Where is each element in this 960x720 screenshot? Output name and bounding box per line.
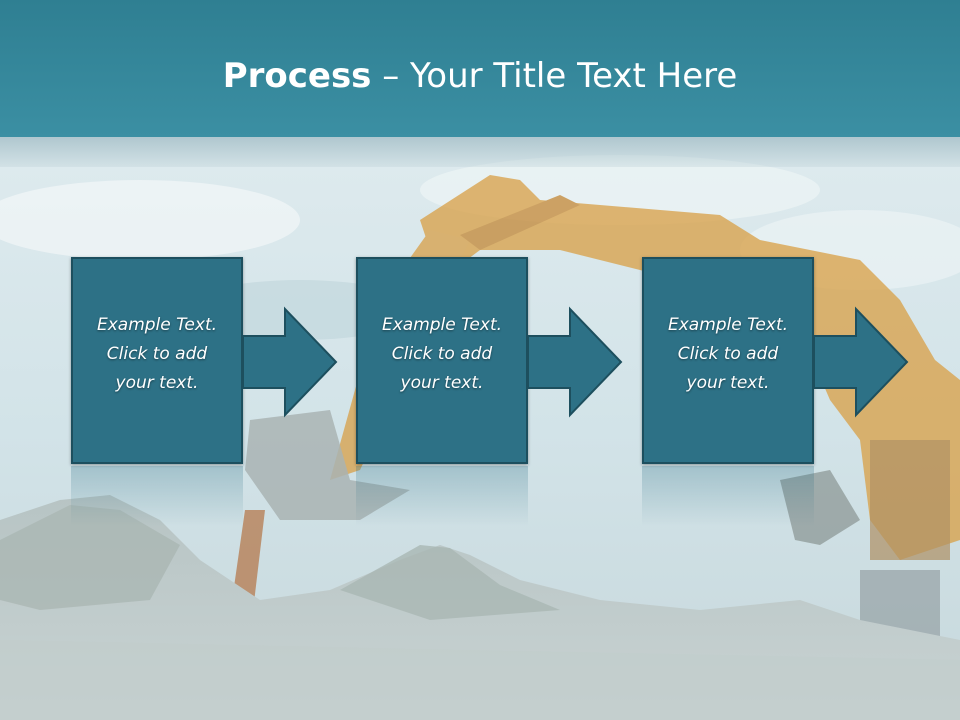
process-step-1-text[interactable]: Example Text. Click to add your text. — [73, 311, 241, 398]
process-step-3-text[interactable]: Example Text. Click to add your text. — [644, 311, 812, 398]
step-3-line-1: Example Text. — [667, 315, 789, 335]
step-3-reflection — [642, 466, 814, 526]
step-1-line-3: your text. — [115, 373, 199, 393]
step-1-line-1: Example Text. — [96, 315, 218, 335]
slide-title-bold: Process — [222, 56, 372, 96]
step-2-arrow-icon — [527, 306, 623, 418]
step-1-arrow-icon — [242, 306, 338, 418]
process-step-3-box[interactable]: Example Text. Click to add your text. — [642, 257, 814, 464]
step-1-reflection — [71, 466, 243, 526]
step-2-reflection — [356, 466, 528, 526]
step-2-line-3: your text. — [400, 373, 484, 393]
process-step-2-text[interactable]: Example Text. Click to add your text. — [358, 311, 526, 398]
step-2-line-2: Click to add — [391, 344, 493, 364]
slide-title-rest: – Your Title Text Here — [371, 56, 738, 96]
step-2-line-1: Example Text. — [381, 315, 503, 335]
step-3-line-3: your text. — [686, 373, 770, 393]
process-step-1-box[interactable]: Example Text. Click to add your text. — [71, 257, 243, 464]
title-band — [0, 0, 960, 137]
step-3-arrow-icon — [813, 306, 909, 418]
process-step-2-box[interactable]: Example Text. Click to add your text. — [356, 257, 528, 464]
step-3-line-2: Click to add — [677, 344, 779, 364]
slide-title[interactable]: Process – Your Title Text Here — [0, 56, 960, 96]
step-1-line-2: Click to add — [106, 344, 208, 364]
title-band-shadow — [0, 137, 960, 167]
